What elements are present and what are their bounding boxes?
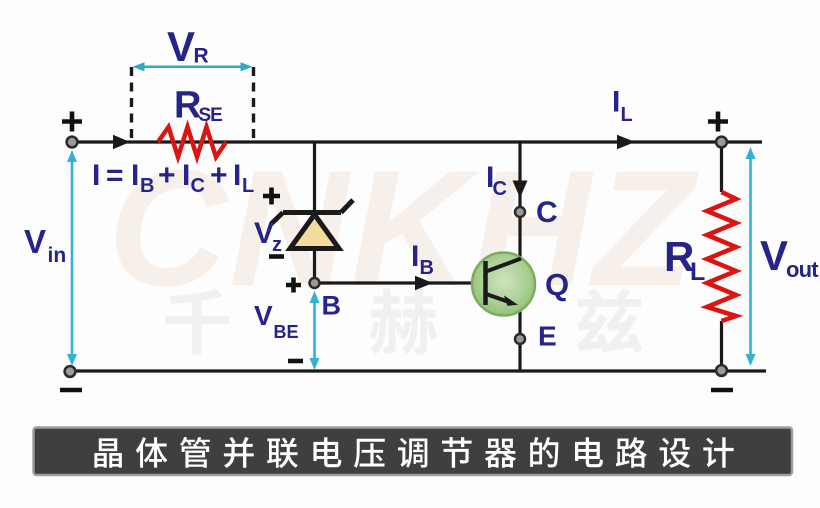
svg-text:V: V bbox=[24, 223, 46, 260]
svg-text:I: I bbox=[411, 240, 419, 273]
svg-text:in: in bbox=[48, 244, 67, 267]
svg-text:V: V bbox=[167, 23, 195, 70]
svg-text:R: R bbox=[174, 85, 201, 127]
svg-text:C: C bbox=[493, 178, 507, 200]
svg-text:BE: BE bbox=[274, 322, 299, 342]
svg-text:R: R bbox=[664, 233, 694, 280]
svg-text:Q: Q bbox=[545, 267, 569, 302]
svg-text:V: V bbox=[254, 300, 273, 331]
svg-text:L: L bbox=[690, 258, 705, 286]
svg-text:B: B bbox=[420, 257, 434, 279]
svg-text:R: R bbox=[194, 45, 209, 68]
svg-text:B: B bbox=[322, 291, 342, 321]
svg-text:E: E bbox=[538, 321, 557, 352]
svg-text:L: L bbox=[242, 175, 254, 197]
svg-text:I: I bbox=[131, 159, 139, 192]
svg-text:V: V bbox=[760, 232, 788, 279]
svg-text:C: C bbox=[191, 175, 205, 197]
svg-text:V: V bbox=[254, 217, 274, 250]
svg-text:I: I bbox=[182, 159, 190, 192]
svg-text:+: + bbox=[158, 159, 176, 192]
svg-text:out: out bbox=[786, 257, 819, 282]
svg-text:L: L bbox=[621, 104, 633, 126]
svg-text:I: I bbox=[486, 161, 494, 194]
svg-text:C: C bbox=[536, 196, 558, 229]
svg-text:+: + bbox=[210, 159, 228, 192]
svg-text:z: z bbox=[272, 234, 282, 256]
svg-text:CNKHZ: CNKHZ bbox=[108, 136, 699, 320]
svg-text:I: I bbox=[233, 159, 241, 192]
svg-text:I: I bbox=[612, 86, 620, 119]
svg-text:SE: SE bbox=[199, 105, 223, 126]
svg-text:I: I bbox=[92, 159, 100, 192]
svg-text:B: B bbox=[140, 175, 154, 197]
svg-text:=: = bbox=[106, 159, 124, 192]
